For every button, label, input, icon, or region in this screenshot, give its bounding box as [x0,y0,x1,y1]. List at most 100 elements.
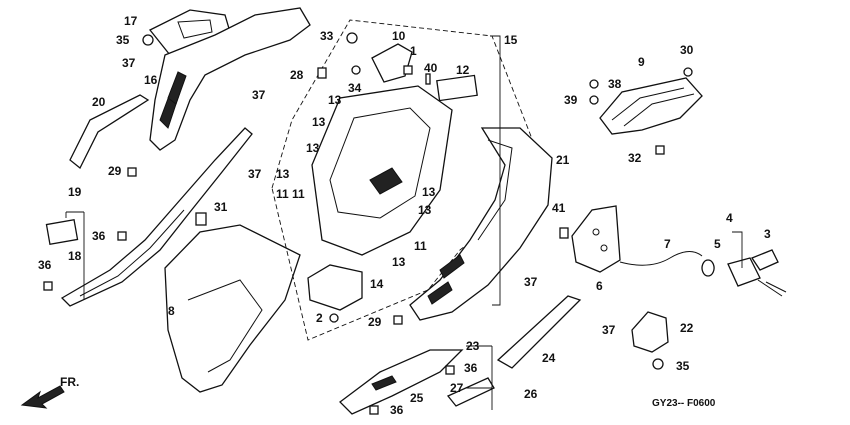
part-36-bolt-a [117,231,127,241]
label-part-28: 28 [290,68,304,82]
label-part-27: 27 [450,381,464,395]
part-9-carrier [599,77,703,135]
direction-label: FR. [60,375,79,389]
label-part-6: 6 [596,279,603,293]
label-part-39: 39 [564,93,578,107]
label-part-36-a: 36 [92,229,106,243]
label-part-26: 26 [524,387,538,401]
label-part-18: 18 [68,249,82,263]
part-36-bolt-b [43,281,53,291]
part-39-washer [589,95,599,105]
label-part-13-g: 13 [392,255,406,269]
label-part-40: 40 [424,61,438,75]
label-part-17: 17 [124,14,138,28]
label-part-37-a: 37 [122,56,136,70]
label-part-29-b: 29 [368,315,382,329]
part-23-step-strip [339,349,464,415]
part-35-nut-b [652,358,664,370]
part-20-strip [69,94,150,170]
part-18-molding [60,127,253,307]
part-29-bolt-b [393,315,403,325]
part-41-bolt [559,227,569,239]
part-14-bracket [307,264,363,311]
part-21-body-cover [409,127,553,321]
label-part-34: 34 [348,81,362,95]
part-22-small-cover [631,311,669,353]
part-28-bolt [317,67,327,79]
label-part-24: 24 [542,351,556,365]
part-15-luggage-box [311,85,453,256]
figure-code: GY23-- F0600 [652,398,716,409]
label-part-1: 1 [410,44,417,58]
label-part-14: 14 [370,277,384,291]
part-8-leg-shield [164,224,301,393]
part-7-cable [619,251,703,266]
part-2-grommet [329,313,339,323]
label-part-13-e: 13 [422,185,436,199]
label-part-13-d: 13 [276,167,290,181]
label-part-38: 38 [608,77,622,91]
part-10-lid [371,43,413,83]
label-part-20: 20 [92,95,106,109]
label-part-3: 3 [764,227,771,241]
fr-arrow-icon [20,385,65,409]
label-part-7: 7 [664,237,671,251]
label-part-29-a: 29 [108,164,122,178]
label-part-15: 15 [504,33,518,47]
part-24-strip [496,295,582,369]
label-part-36-b: 36 [38,258,52,272]
part-19-label [45,218,79,246]
part-26-trim [446,377,495,407]
label-part-37-e: 37 [602,323,616,337]
part-36-bolt-d [369,405,379,415]
label-part-4: 4 [726,211,733,225]
label-part-23: 23 [466,339,480,353]
label-part-35-a: 35 [116,33,130,47]
label-part-37-d: 37 [524,275,538,289]
label-part-13-c: 13 [306,141,320,155]
part-3-key [751,249,779,271]
part-30-nut [683,67,693,77]
part-35-nut-a [142,34,154,46]
label-part-25: 25 [410,391,424,405]
part-36-bolt-c [445,365,455,375]
label-part-2: 2 [316,311,323,325]
label-part-9: 9 [638,55,645,69]
label-part-41: 41 [552,201,566,215]
label-part-19: 19 [68,185,82,199]
label-part-13-a: 13 [328,93,342,107]
part-29-bolt-a [127,167,137,177]
part-4-lock [727,257,761,287]
label-part-31: 31 [214,200,228,214]
label-part-35-b: 35 [676,359,690,373]
label-part-32: 32 [628,151,642,165]
label-part-16: 16 [144,73,158,87]
part-34-nut [351,65,361,75]
part-31-clip [195,212,207,226]
label-part-11-a: 11 [276,187,289,201]
label-part-11-c: 11 [414,239,427,253]
label-part-13-b: 13 [312,115,326,129]
label-part-5: 5 [714,237,721,251]
label-part-12: 12 [456,63,470,77]
label-part-21: 21 [556,153,570,167]
part-33-nut [346,32,358,44]
part-16-side-cover [149,7,311,151]
part-12-plate [436,74,478,102]
label-part-37-b: 37 [252,88,266,102]
label-part-10: 10 [392,29,406,43]
part-32-clip [655,145,665,155]
label-part-33: 33 [320,29,334,43]
part-40-bolt [425,73,431,85]
part-1-clip [403,65,413,75]
label-part-13-f: 13 [418,203,432,217]
label-part-22: 22 [680,321,694,335]
part-5-washer [701,259,715,277]
part-6-latch-bracket [571,205,621,273]
label-part-11-b: 11 [292,187,305,201]
label-part-36-c: 36 [464,361,478,375]
part-38-nut [589,79,599,89]
label-part-30: 30 [680,43,694,57]
label-part-36-d: 36 [390,403,404,417]
